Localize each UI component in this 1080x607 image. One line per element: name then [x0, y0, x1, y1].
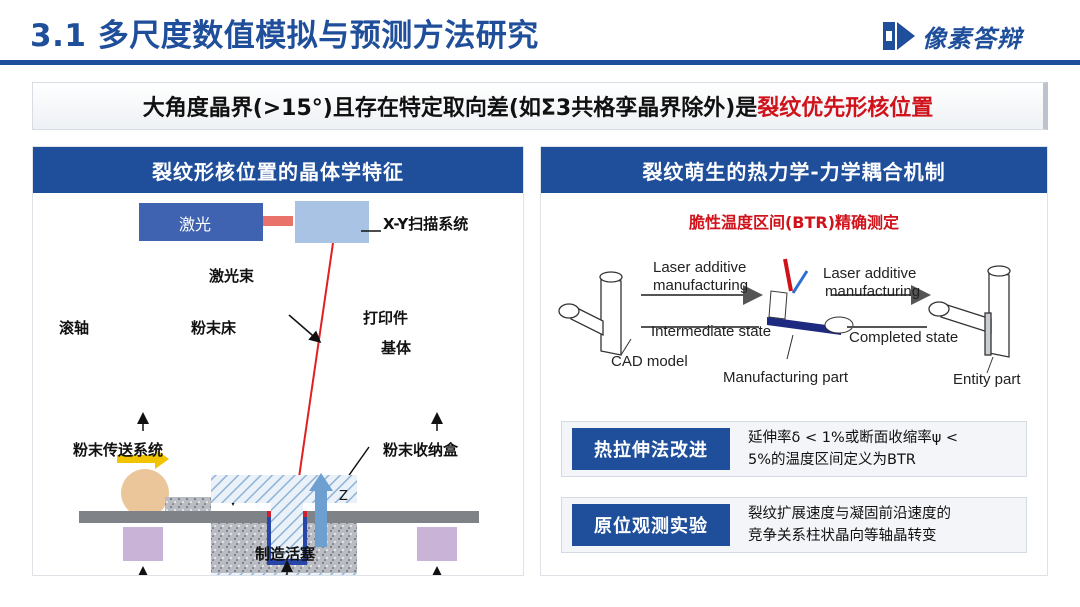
- label-powder-feed: 粉末传送系统: [73, 441, 164, 459]
- z-axis-arrow-icon: [315, 489, 327, 547]
- method-tag: 原位观测实验: [572, 504, 730, 546]
- label-laser: 激光: [179, 215, 212, 234]
- label-beam: 激光束: [209, 267, 255, 285]
- laser-additive-label-1: Laser additive: [653, 259, 747, 276]
- thermo-mechanical-panel: 裂纹萌生的热力学-力学耦合机制 脆性温度区间(BTR)精确测定: [540, 146, 1048, 576]
- cad-model-sketch: [558, 271, 623, 356]
- method-description-line: 竞争关系柱状晶向等轴晶转变: [748, 528, 937, 544]
- laser-additive-label-2: Laser additive: [823, 265, 917, 282]
- key-point-highlight: 裂纹优先形核位置: [757, 96, 934, 121]
- panel-title: 裂纹萌生的热力学-力学耦合机制: [541, 147, 1047, 193]
- roller-arrow-icon: [117, 455, 155, 463]
- label-powder-collector: 粉末收纳盒: [383, 441, 459, 459]
- label-roller: 滚轴: [59, 319, 90, 337]
- panel-title: 裂纹形核位置的晶体学特征: [33, 147, 523, 193]
- laser-source: [139, 203, 263, 241]
- roller: [121, 469, 169, 517]
- method-card-in-situ: 原位观测实验 裂纹扩展速度与凝固前沿速度的 竞争关系柱状晶向等轴晶转变: [561, 497, 1027, 553]
- completed-state-label: Completed state: [849, 329, 959, 346]
- powder-collector-box: [417, 527, 457, 561]
- laser-link: [263, 216, 293, 226]
- entity-part-sketch: [928, 265, 1011, 358]
- label-powder-bed: 粉末床: [191, 319, 237, 337]
- label-piston: 制造活塞: [255, 545, 316, 563]
- label-scanner: X-Y扫描系统: [383, 215, 469, 233]
- powder-feed-box: [123, 527, 163, 561]
- build-plate: [211, 573, 357, 575]
- cad-model-label: CAD model: [611, 353, 688, 370]
- method-description-line: 延伸率δ < 1%或断面收缩率ψ <: [748, 430, 959, 446]
- intermediate-state-label: Intermediate state: [651, 323, 772, 340]
- manufacturing-label-2: manufacturing: [825, 283, 921, 300]
- title-underline: [0, 60, 1080, 65]
- page-title: 3.1 多尺度数值模拟与预测方法研究: [30, 18, 539, 54]
- method-card-hot-tensile: 热拉伸法改进 延伸率δ < 1%或断面收缩率ψ < 5%的温度区间定义为BTR: [561, 421, 1027, 477]
- manufacturing-part-sketch: [767, 258, 854, 335]
- method-tag: 热拉伸法改进: [572, 428, 730, 470]
- method-description-line: 裂纹扩展速度与凝固前沿速度的: [748, 506, 951, 522]
- label-axis-z: Z: [339, 489, 348, 504]
- process-diagram: [558, 258, 1011, 374]
- crystallography-panel: 裂纹形核位置的晶体学特征: [32, 146, 524, 576]
- logo-mark-icon: [883, 22, 915, 50]
- manufacturing-part-label: Manufacturing part: [723, 369, 849, 386]
- xy-scanner: [295, 201, 369, 243]
- label-substrate: 基体: [381, 339, 412, 357]
- piston-schematic: [137, 412, 443, 575]
- key-point-text: 大角度晶界(>15°)且存在特定取向差(如Σ3共格孪晶界除外)是: [142, 96, 758, 121]
- entity-part-label: Entity part: [953, 371, 1021, 388]
- method-description: 裂纹扩展速度与凝固前沿速度的 竞争关系柱状晶向等轴晶转变: [748, 503, 1020, 547]
- method-description: 延伸率δ < 1%或断面收缩率ψ < 5%的温度区间定义为BTR: [748, 427, 1020, 471]
- brand-logo: 像素答辩: [882, 16, 1022, 56]
- logo-text: 像素答辩: [922, 24, 1022, 53]
- method-description-line: 5%的温度区间定义为BTR: [748, 452, 916, 468]
- label-printed-part: 打印件: [363, 309, 409, 327]
- btr-subtitle: 脆性温度区间(BTR)精确测定: [688, 213, 900, 232]
- manufacturing-label-1: manufacturing: [653, 277, 749, 294]
- laser-beam: [294, 242, 334, 506]
- key-point-banner: 大角度晶界(>15°)且存在特定取向差(如Σ3共格孪晶界除外)是裂纹优先形核位置: [32, 82, 1048, 130]
